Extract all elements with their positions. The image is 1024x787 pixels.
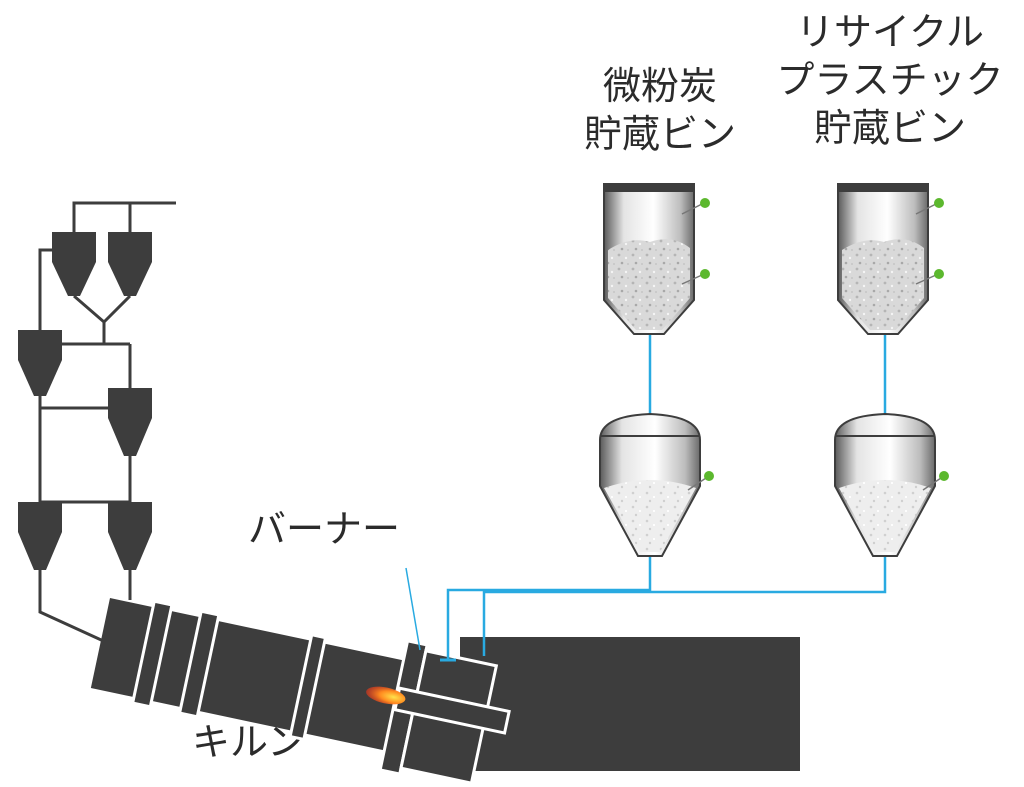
coal-bin-level-sensor-upper: [700, 198, 710, 208]
coal-hopper-contents: [604, 480, 696, 552]
plastic-storage-bin: [837, 183, 944, 335]
plastic-bin-sensor-upper-stem: [915, 203, 937, 215]
coal-bin-sensor-upper-stem: [681, 203, 703, 215]
plastic-feeder-hopper: [834, 412, 949, 557]
preheater-tower: [18, 201, 176, 646]
cyclone-top-right: [108, 232, 152, 296]
cyclone-stage2-left: [18, 330, 62, 396]
plastic-bin-level-sensor-lower: [934, 269, 944, 279]
preheater-top-duct: [72, 201, 176, 232]
coal-feeder-hopper: [599, 412, 714, 557]
burner-pointer-line: [405, 567, 421, 651]
plastic-bin-contents: [842, 239, 924, 330]
coal-bin-top: [604, 184, 694, 192]
coal-bin-label-line1: 微粉炭: [602, 64, 717, 108]
feed-line-left: [38, 570, 111, 646]
kiln-ring-3: [288, 632, 328, 742]
plastic-bin-top: [838, 184, 928, 192]
kiln-ring-2: [177, 609, 221, 719]
plastic-bin-label: リサイクル プラスチック 貯蔵ビン: [760, 8, 1020, 152]
coal-bin-label: 微粉炭 貯蔵ビン: [570, 62, 750, 158]
plastic-hopper-contents: [839, 480, 931, 552]
coal-bin-contents: [608, 239, 690, 330]
plastic-hopper-sensor-stem: [922, 477, 942, 491]
coal-bin-sensor-lower-stem: [681, 274, 703, 285]
coal-storage-bin: [603, 183, 710, 335]
plastic-bin-label-line2: プラスチック: [776, 58, 1004, 102]
coal-bin-label-line2: 貯蔵ビン: [583, 112, 736, 156]
plastic-bin-label-line3: 貯蔵ビン: [813, 106, 966, 150]
cooler-building: [460, 637, 800, 771]
cyclone-stage3-right: [108, 388, 152, 456]
kiln: [90, 598, 511, 785]
coal-hopper-sensor-stem: [687, 477, 707, 491]
burner-flame: [366, 686, 406, 705]
plastic-bin-sensor-lower-stem: [915, 274, 937, 285]
cyclone-stage4-left: [18, 502, 62, 570]
kiln-ring-1: [130, 599, 174, 709]
left-outer-duct: [38, 248, 52, 330]
burner-label: バーナー: [248, 507, 401, 551]
plastic-bin-label-line1: リサイクル: [795, 10, 985, 54]
pipe-coal-feeder-to-burner: [446, 556, 652, 660]
cyclone-stage4-right: [108, 502, 152, 570]
pipe-plastic-feeder-to-burner: [482, 556, 887, 656]
plastic-bin-level-sensor-upper: [934, 198, 944, 208]
plastic-hopper-level-sensor: [939, 471, 949, 481]
cyclone-v-join: [73, 294, 132, 325]
kiln-body: [90, 598, 448, 760]
coal-bin-level-sensor-lower: [700, 269, 710, 279]
fuel-piping: [440, 335, 887, 662]
coal-hopper-level-sensor: [704, 471, 714, 481]
cyclone-top-left: [52, 232, 96, 296]
